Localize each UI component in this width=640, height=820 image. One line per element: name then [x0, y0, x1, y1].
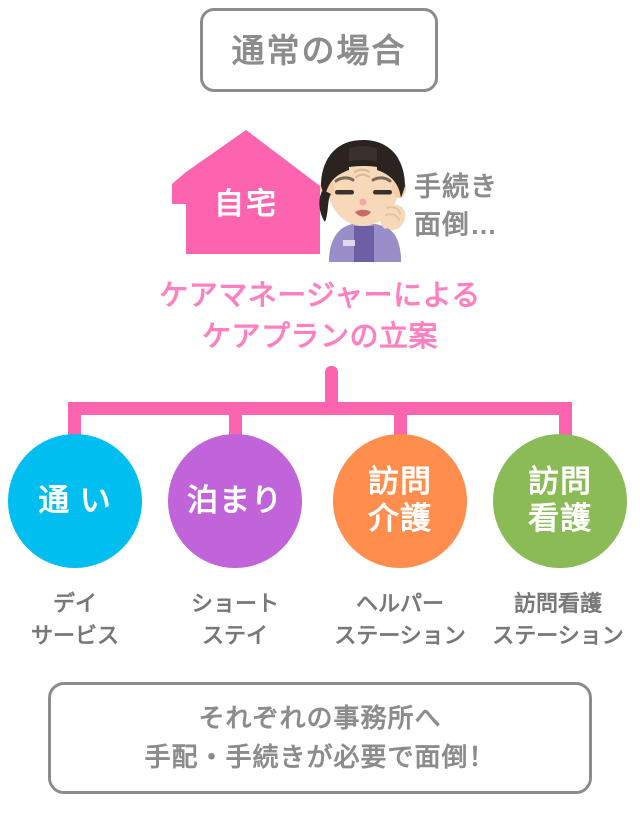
home-illustration: 自宅 [170, 128, 340, 258]
service-sublabel-row: デイ サービス ショート ステイ ヘルパー ステーション 訪問看護 ステーション [0, 588, 640, 658]
service-circle-3[interactable]: 訪問 看護 [493, 434, 627, 568]
care-plan-heading: ケアマネージャーによる ケアプランの立案 [0, 276, 640, 359]
service-circle-0[interactable]: 通 い [8, 434, 142, 568]
service-circle-label-3: 訪問 看護 [528, 464, 592, 536]
service-circle-1[interactable]: 泊まり [168, 434, 302, 568]
conclusion-text: それぞれの事務所へ 手配・手続きが必要で面倒！ [144, 703, 496, 772]
page-title: 通常の場合 [231, 31, 407, 69]
house-icon [172, 130, 320, 254]
conclusion-box: それぞれの事務所へ 手配・手続きが必要で面倒！ [48, 682, 592, 794]
connector-lines [68, 366, 572, 442]
service-sublabel-3: 訪問看護 ステーション [492, 591, 624, 648]
care-plan-heading-line2: ケアプランの立案 [201, 321, 438, 354]
service-circle-label-0: 通 い [38, 482, 112, 518]
service-circle-2[interactable]: 訪問 介護 [333, 434, 467, 568]
service-circle-label-2: 訪問 介護 [368, 464, 432, 536]
home-label: 自宅 [214, 188, 278, 221]
worried-woman-illustration [319, 140, 406, 262]
service-circle-label-1: 泊まり [187, 482, 283, 518]
service-sublabel-0: デイ サービス [30, 591, 119, 648]
diagram-title-box: 通常の場合 [200, 8, 438, 92]
worry-text: 手続き 面倒… [414, 168, 498, 245]
service-circle-row: 通 い 泊まり 訪問 介護 訪問 看護 [0, 434, 640, 570]
service-sublabel-2: ヘルパー ステーション [334, 591, 466, 648]
worry-text-line2: 面倒… [414, 210, 498, 241]
service-sublabel-1: ショート ステイ [190, 591, 279, 648]
care-plan-heading-line1: ケアマネージャーによる [159, 280, 481, 312]
worry-text-line1: 手続き [414, 172, 498, 202]
